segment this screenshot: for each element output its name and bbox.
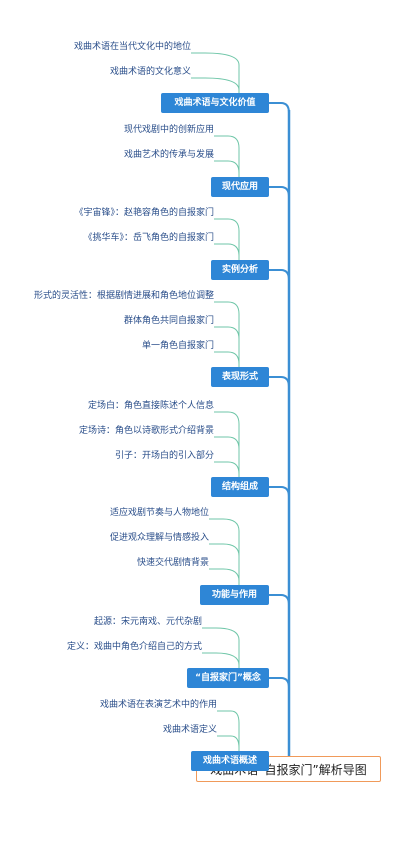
leaf-node[interactable]: 形式的灵活性：根据剧情进展和角色地位调整 <box>33 291 214 301</box>
leaf-connector <box>214 461 240 477</box>
leaf-node[interactable]: 《宇宙锋》：赵艳容角色的自报家门 <box>74 208 214 218</box>
leaf-connector <box>209 543 240 585</box>
leaf-node[interactable]: 定场白：角色直接陈述个人信息 <box>87 401 214 411</box>
leaf-node[interactable]: 定义：戏曲中角色介绍自己的方式 <box>66 642 202 652</box>
leaf-connector <box>214 218 240 260</box>
branch-connector <box>269 486 290 498</box>
leaf-connector <box>209 568 240 585</box>
branch-node[interactable]: 戏曲术语与文化价值 <box>161 93 269 113</box>
leaf-connector <box>209 518 240 585</box>
branch-connector <box>269 186 290 198</box>
leaf-node[interactable]: 促进观众理解与情感投入 <box>109 533 209 543</box>
leaf-connector <box>214 436 240 477</box>
branch-node[interactable]: “自报家门”概念 <box>187 668 269 688</box>
branch-node[interactable]: 表现形式 <box>211 367 269 387</box>
branch-node[interactable]: 实例分析 <box>211 260 269 280</box>
branch-connector <box>269 269 290 281</box>
leaf-node[interactable]: 定场诗：角色以诗歌形式介绍背景 <box>78 426 214 436</box>
leaf-node[interactable]: 戏曲术语在表演艺术中的作用 <box>99 700 217 710</box>
leaf-node[interactable]: 适应戏剧节奏与人物地位 <box>109 508 209 518</box>
leaf-node[interactable]: 起源：宋元南戏、元代杂剧 <box>93 617 202 627</box>
leaf-connector <box>214 351 240 367</box>
leaf-node[interactable]: 《挑华车》：岳飞角色的自报家门 <box>83 233 214 243</box>
leaf-node[interactable]: 快速交代剧情背景 <box>136 558 209 568</box>
leaf-node[interactable]: 群体角色共同自报家门 <box>123 316 214 326</box>
leaf-connector <box>214 411 240 477</box>
leaf-node[interactable]: 单一角色自报家门 <box>141 341 214 351</box>
leaf-node[interactable]: 引子：开场白的引入部分 <box>114 451 214 461</box>
leaf-node[interactable]: 戏曲术语的文化意义 <box>109 67 191 77</box>
leaf-node[interactable]: 戏曲术语在当代文化中的地位 <box>73 42 191 52</box>
leaf-connector <box>217 735 240 751</box>
leaf-connector <box>191 77 240 93</box>
branch-node[interactable]: 功能与作用 <box>200 585 269 605</box>
leaf-connector <box>202 652 240 668</box>
leaf-node[interactable]: 戏曲艺术的传承与发展 <box>123 150 214 160</box>
branch-connector <box>269 376 290 388</box>
leaf-connector <box>214 243 240 260</box>
branch-node[interactable]: 现代应用 <box>211 177 269 197</box>
leaf-connector <box>214 301 240 367</box>
branch-node[interactable]: 结构组成 <box>211 477 269 497</box>
leaf-connector <box>214 135 240 177</box>
leaf-connector <box>217 710 240 751</box>
branch-connector <box>269 102 290 114</box>
leaf-node[interactable]: 戏曲术语定义 <box>162 725 217 735</box>
leaf-node[interactable]: 现代戏剧中的创新应用 <box>123 125 214 135</box>
leaf-connector <box>214 160 240 177</box>
branch-connector <box>269 677 290 689</box>
leaf-connector <box>191 52 240 93</box>
leaf-connector <box>214 326 240 367</box>
leaf-connector <box>202 627 240 668</box>
branch-node[interactable]: 戏曲术语概述 <box>191 751 269 771</box>
branch-connector <box>269 594 290 606</box>
